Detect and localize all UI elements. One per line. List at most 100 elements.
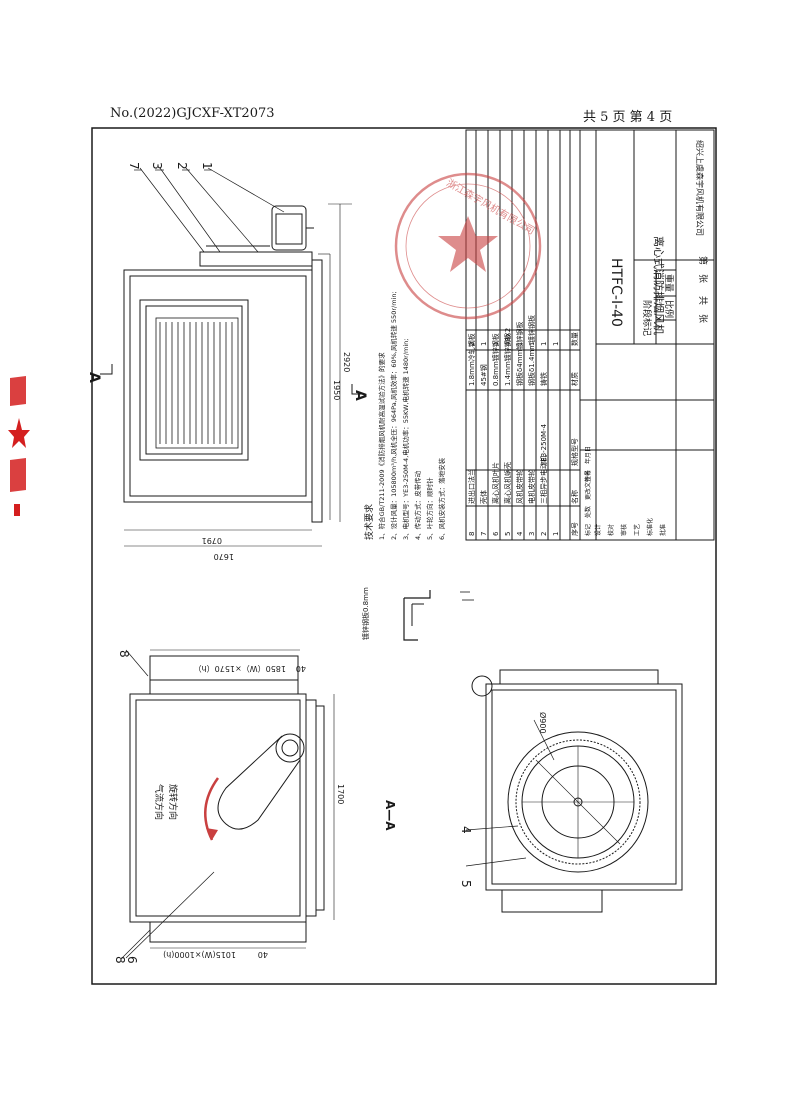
bom-cell: 1.8mm冷轧钢板 [467, 333, 476, 386]
role-label: 标准化 [646, 518, 654, 536]
airflow-label: 气流方向 [153, 784, 165, 820]
dim-1950: 1950 [332, 380, 341, 400]
balloon-8-top: 8 [117, 650, 131, 658]
bom-cell: YE3-250M-4 [540, 423, 548, 467]
circle-diameter: Ø900 [538, 712, 548, 734]
scale-label: 比例 [663, 300, 675, 318]
balloon-2: 2 [175, 162, 189, 170]
bom-cell: 离心风机蜗壳 [503, 462, 512, 504]
bom-cell: 1 [480, 342, 488, 346]
sign-row-label: 更改文件号 [584, 470, 592, 500]
bom-cell: 铸铁 [539, 372, 548, 386]
bom-cell: 5 [504, 532, 512, 536]
role-label: 审核 [620, 524, 628, 536]
bom-header: 规格型号 [570, 438, 579, 466]
bom-cell: 钢板δ1.4mm镀锌钢板 [527, 315, 536, 386]
company-name: 绍兴上虞森宇风机有限公司 [695, 140, 705, 236]
balloon-4: 4 [459, 826, 473, 834]
bom-cell: 8 [468, 532, 476, 536]
drawing-frame [91, 127, 717, 985]
weight-label: 重量 [663, 274, 675, 292]
bom-cell: 三相异步电动机 [539, 455, 548, 504]
stage-label: 阶段标记 [641, 300, 653, 336]
bom-cell: 钢板δ4mm镀锌钢板 [515, 322, 524, 386]
model-number: HTFC-Ⅰ-40 [608, 258, 624, 327]
side-seal-icon [8, 376, 30, 516]
bom-cell: 1 [528, 342, 536, 346]
bom-cell: 0.8mm镀锌钢板 [491, 333, 500, 386]
page-indicator: 共 5 页 第 4 页 [583, 110, 673, 125]
role-label: 批准 [659, 524, 667, 536]
bom-cell: 电机皮带轮 [527, 469, 536, 504]
bom-cell: 离心风机叶片 [491, 462, 500, 504]
title-block [465, 129, 715, 541]
a-section-mark: A [352, 390, 368, 401]
balloon-6: 6 [125, 956, 139, 964]
bom-header: 材质 [570, 372, 579, 386]
bom-cell: 4 [516, 531, 524, 536]
balloon-1: 1 [200, 162, 214, 170]
bom-cell: 2 [540, 532, 548, 536]
bom-cell: 1 [552, 532, 560, 536]
bom-cell: 2 [468, 342, 476, 346]
bom-cell: 1 [540, 342, 548, 346]
role-label: 工艺 [633, 524, 641, 536]
balloon-3: 3 [150, 162, 164, 170]
dim-40-bottom: 40 [258, 950, 268, 959]
bom-cell: 7 [480, 532, 488, 536]
bill-of-materials: 8进出口法兰1.8mm冷轧钢板27壳体45#钢16离心风机叶片0.8mm镀锌钢板… [467, 315, 579, 536]
section-view [403, 590, 683, 913]
bom-header: 数量 [570, 332, 579, 346]
bom-cell: 1 [516, 342, 524, 346]
bom-header: 名称 [570, 490, 579, 504]
sheet-number: 第 张 [697, 256, 709, 283]
sign-row-label: 处数 [584, 506, 592, 518]
balloon-5: 5 [459, 880, 473, 888]
dim-bottom-flange: 1015(W)×1000(h) [163, 950, 236, 959]
bom-cell: 1.4mm镀锌钢板 [503, 333, 512, 386]
bom-cell: 风机皮带轮 [515, 469, 524, 504]
tech-item: 3、电机型号：YE3-250M-4,电机功率：55KW,电机转速 1480r/m… [401, 339, 410, 540]
dim-1670: 1670 [214, 552, 234, 561]
tech-item: 1、符合GB/T211-2009《消防排烟风机耐高温试验方法》的要求 [377, 352, 386, 540]
balloon-7: 7 [127, 162, 141, 170]
sheets-total: 共 张 [697, 296, 708, 323]
side-view [121, 649, 335, 959]
bom-cell: 进出口法兰 [467, 469, 476, 504]
bom-cell: 3 [528, 532, 536, 536]
bom-cell: 45#钢 [479, 364, 488, 386]
dim-1700: 1700 [336, 784, 345, 804]
sign-row-label: 年月日 [584, 446, 592, 464]
sign-row-label: 签名 [584, 470, 592, 482]
sign-table: 标记 处数 更改文件号签名 年月日设计校对审核工艺标准化批准 [584, 446, 667, 536]
bom-header: 序号 [570, 522, 579, 536]
dim-0791: 0791 [202, 536, 222, 545]
bom-cell: 1 [552, 342, 560, 346]
sign-row-label: 标记 [584, 524, 592, 536]
tech-item: 4、传动方式：皮带传动 [413, 470, 422, 540]
gauge-note: 镀锌钢板0.8mm [361, 587, 370, 640]
company-seal-icon: 浙江森宇风机有限公司 [394, 172, 542, 320]
role-label: 设计 [594, 524, 602, 536]
role-label: 校对 [607, 524, 615, 536]
bom-cell: 1 [492, 342, 500, 346]
a-view-label: A [86, 372, 102, 383]
dim-2920: 2920 [342, 352, 351, 372]
bom-cell: 6 [492, 531, 500, 536]
tech-item: 5、叶轮方向：顺时针 [425, 477, 434, 540]
section-label: A—A [383, 800, 397, 831]
dim-top-flange: 1850（W）×1570（h） [194, 664, 286, 673]
tech-heading: 技术要求 [363, 504, 375, 540]
top-view [100, 167, 364, 547]
document-number: No.(2022)GJCXF-XT2073 [110, 106, 275, 121]
balloon-8-bottom: 8 [113, 956, 127, 964]
bom-cell: 壳体 [479, 490, 488, 504]
bom-cell: 48X2 [504, 328, 512, 346]
tech-item: 2、设计风量：105800m³/h,风机全压：964Pa,风机效率：60%,风机… [389, 291, 398, 540]
dim-40-top: 40 [296, 664, 306, 673]
rotation-label: 旋转方向 [167, 784, 179, 820]
tech-item: 6、风机安装方式：落地安装 [437, 457, 446, 540]
seal-text: 浙江森宇风机有限公司 [444, 176, 537, 237]
